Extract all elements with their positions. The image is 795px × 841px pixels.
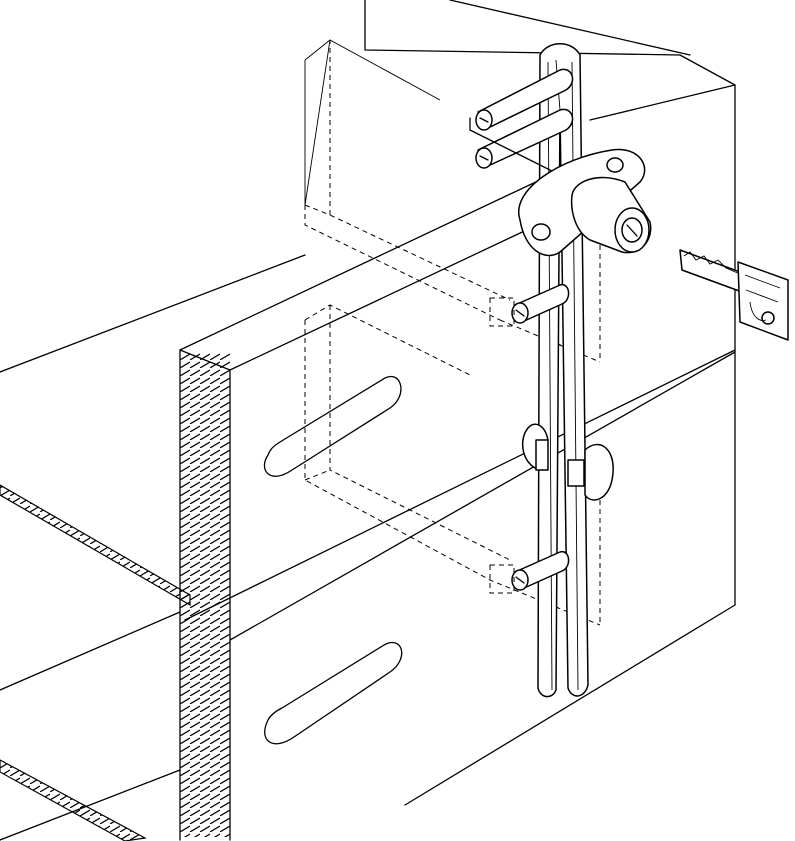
key-icon [679,249,789,341]
shelf-lower [0,759,147,841]
cabinet-carcass [0,0,736,841]
guide-clip-right [567,443,614,501]
handle-recess-upper [263,375,402,477]
handle-recess-lower [264,642,403,745]
shelf-upper [0,484,191,607]
upper-pin [489,284,570,327]
guide-clip-left [521,423,549,471]
top-rod-assembly [469,68,574,176]
locking-bar-icon [537,43,589,698]
lower-pin [489,551,570,594]
lock-cylinder-icon [517,148,652,257]
